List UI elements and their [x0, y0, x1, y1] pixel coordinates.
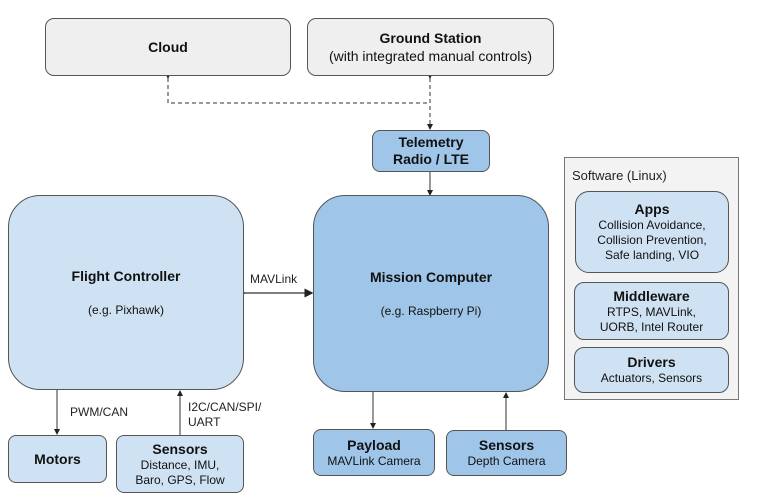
- mavlink-label: MAVLink: [250, 272, 298, 286]
- software-heading: Software (Linux): [572, 168, 667, 183]
- middleware-title: Middleware: [613, 287, 690, 304]
- middleware-line1: RTPS, MAVLink,: [607, 304, 696, 319]
- payload-box: Payload MAVLink Camera: [313, 429, 435, 476]
- flight-controller-title: Flight Controller: [71, 267, 181, 284]
- mission-computer-subtitle: (e.g. Raspberry Pi): [380, 303, 482, 318]
- fc-sensors-box: Sensors Distance, IMU, Baro, GPS, Flow: [116, 435, 244, 493]
- mc-sensors-title: Sensors: [478, 437, 535, 453]
- payload-title: Payload: [347, 436, 401, 453]
- motors-box: Motors: [8, 435, 107, 483]
- telemetry-line1: Telemetry: [398, 134, 464, 150]
- cloud-box: Cloud: [45, 18, 291, 76]
- apps-box: Apps Collision Avoidance, Collision Prev…: [575, 191, 729, 273]
- sensor-bus-label-line2: UART: [188, 415, 221, 429]
- ground-station-box: Ground Station (with integrated manual c…: [307, 18, 554, 76]
- cloud-link-dashed: [165, 73, 430, 104]
- flight-controller-subtitle: (e.g. Pixhawk): [87, 302, 165, 317]
- drivers-title: Drivers: [627, 354, 676, 370]
- mc-sensors-box: Sensors Depth Camera: [446, 430, 567, 476]
- fc-sensors-line1: Distance, IMU,: [140, 457, 220, 472]
- mc-sensors-subtitle: Depth Camera: [467, 454, 546, 468]
- motors-title: Motors: [34, 450, 81, 467]
- cloud-title: Cloud: [148, 38, 188, 55]
- apps-line1: Collision Avoidance,: [598, 218, 706, 232]
- mission-computer-box: Mission Computer (e.g. Raspberry Pi): [313, 195, 549, 392]
- flight-controller-box: Flight Controller (e.g. Pixhawk): [8, 195, 244, 390]
- ground-station-subtitle: (with integrated manual controls): [328, 47, 533, 64]
- ground-station-title: Ground Station: [379, 29, 482, 46]
- fc-sensors-line2: Baro, GPS, Flow: [135, 472, 225, 487]
- apps-line3: Safe landing, VIO: [604, 248, 700, 262]
- middleware-line2: UORB, Intel Router: [599, 319, 704, 334]
- payload-subtitle: MAVLink Camera: [327, 453, 421, 468]
- apps-line2: Collision Prevention,: [597, 233, 707, 247]
- middleware-box: Middleware RTPS, MAVLink, UORB, Intel Ro…: [574, 282, 729, 340]
- telemetry-box: Telemetry Radio / LTE: [372, 130, 490, 172]
- software-panel: Software (Linux) Apps Collision Avoidanc…: [564, 157, 739, 400]
- apps-title: Apps: [634, 201, 670, 217]
- sensor-bus-label-line1: I2C/CAN/SPI/: [188, 400, 262, 414]
- fc-sensors-title: Sensors: [152, 440, 208, 457]
- telemetry-line2: Radio / LTE: [393, 151, 469, 167]
- pwm-can-label: PWM/CAN: [70, 405, 128, 419]
- mission-computer-title: Mission Computer: [369, 268, 493, 285]
- drivers-line1: Actuators, Sensors: [600, 371, 703, 385]
- drivers-box: Drivers Actuators, Sensors: [574, 347, 729, 393]
